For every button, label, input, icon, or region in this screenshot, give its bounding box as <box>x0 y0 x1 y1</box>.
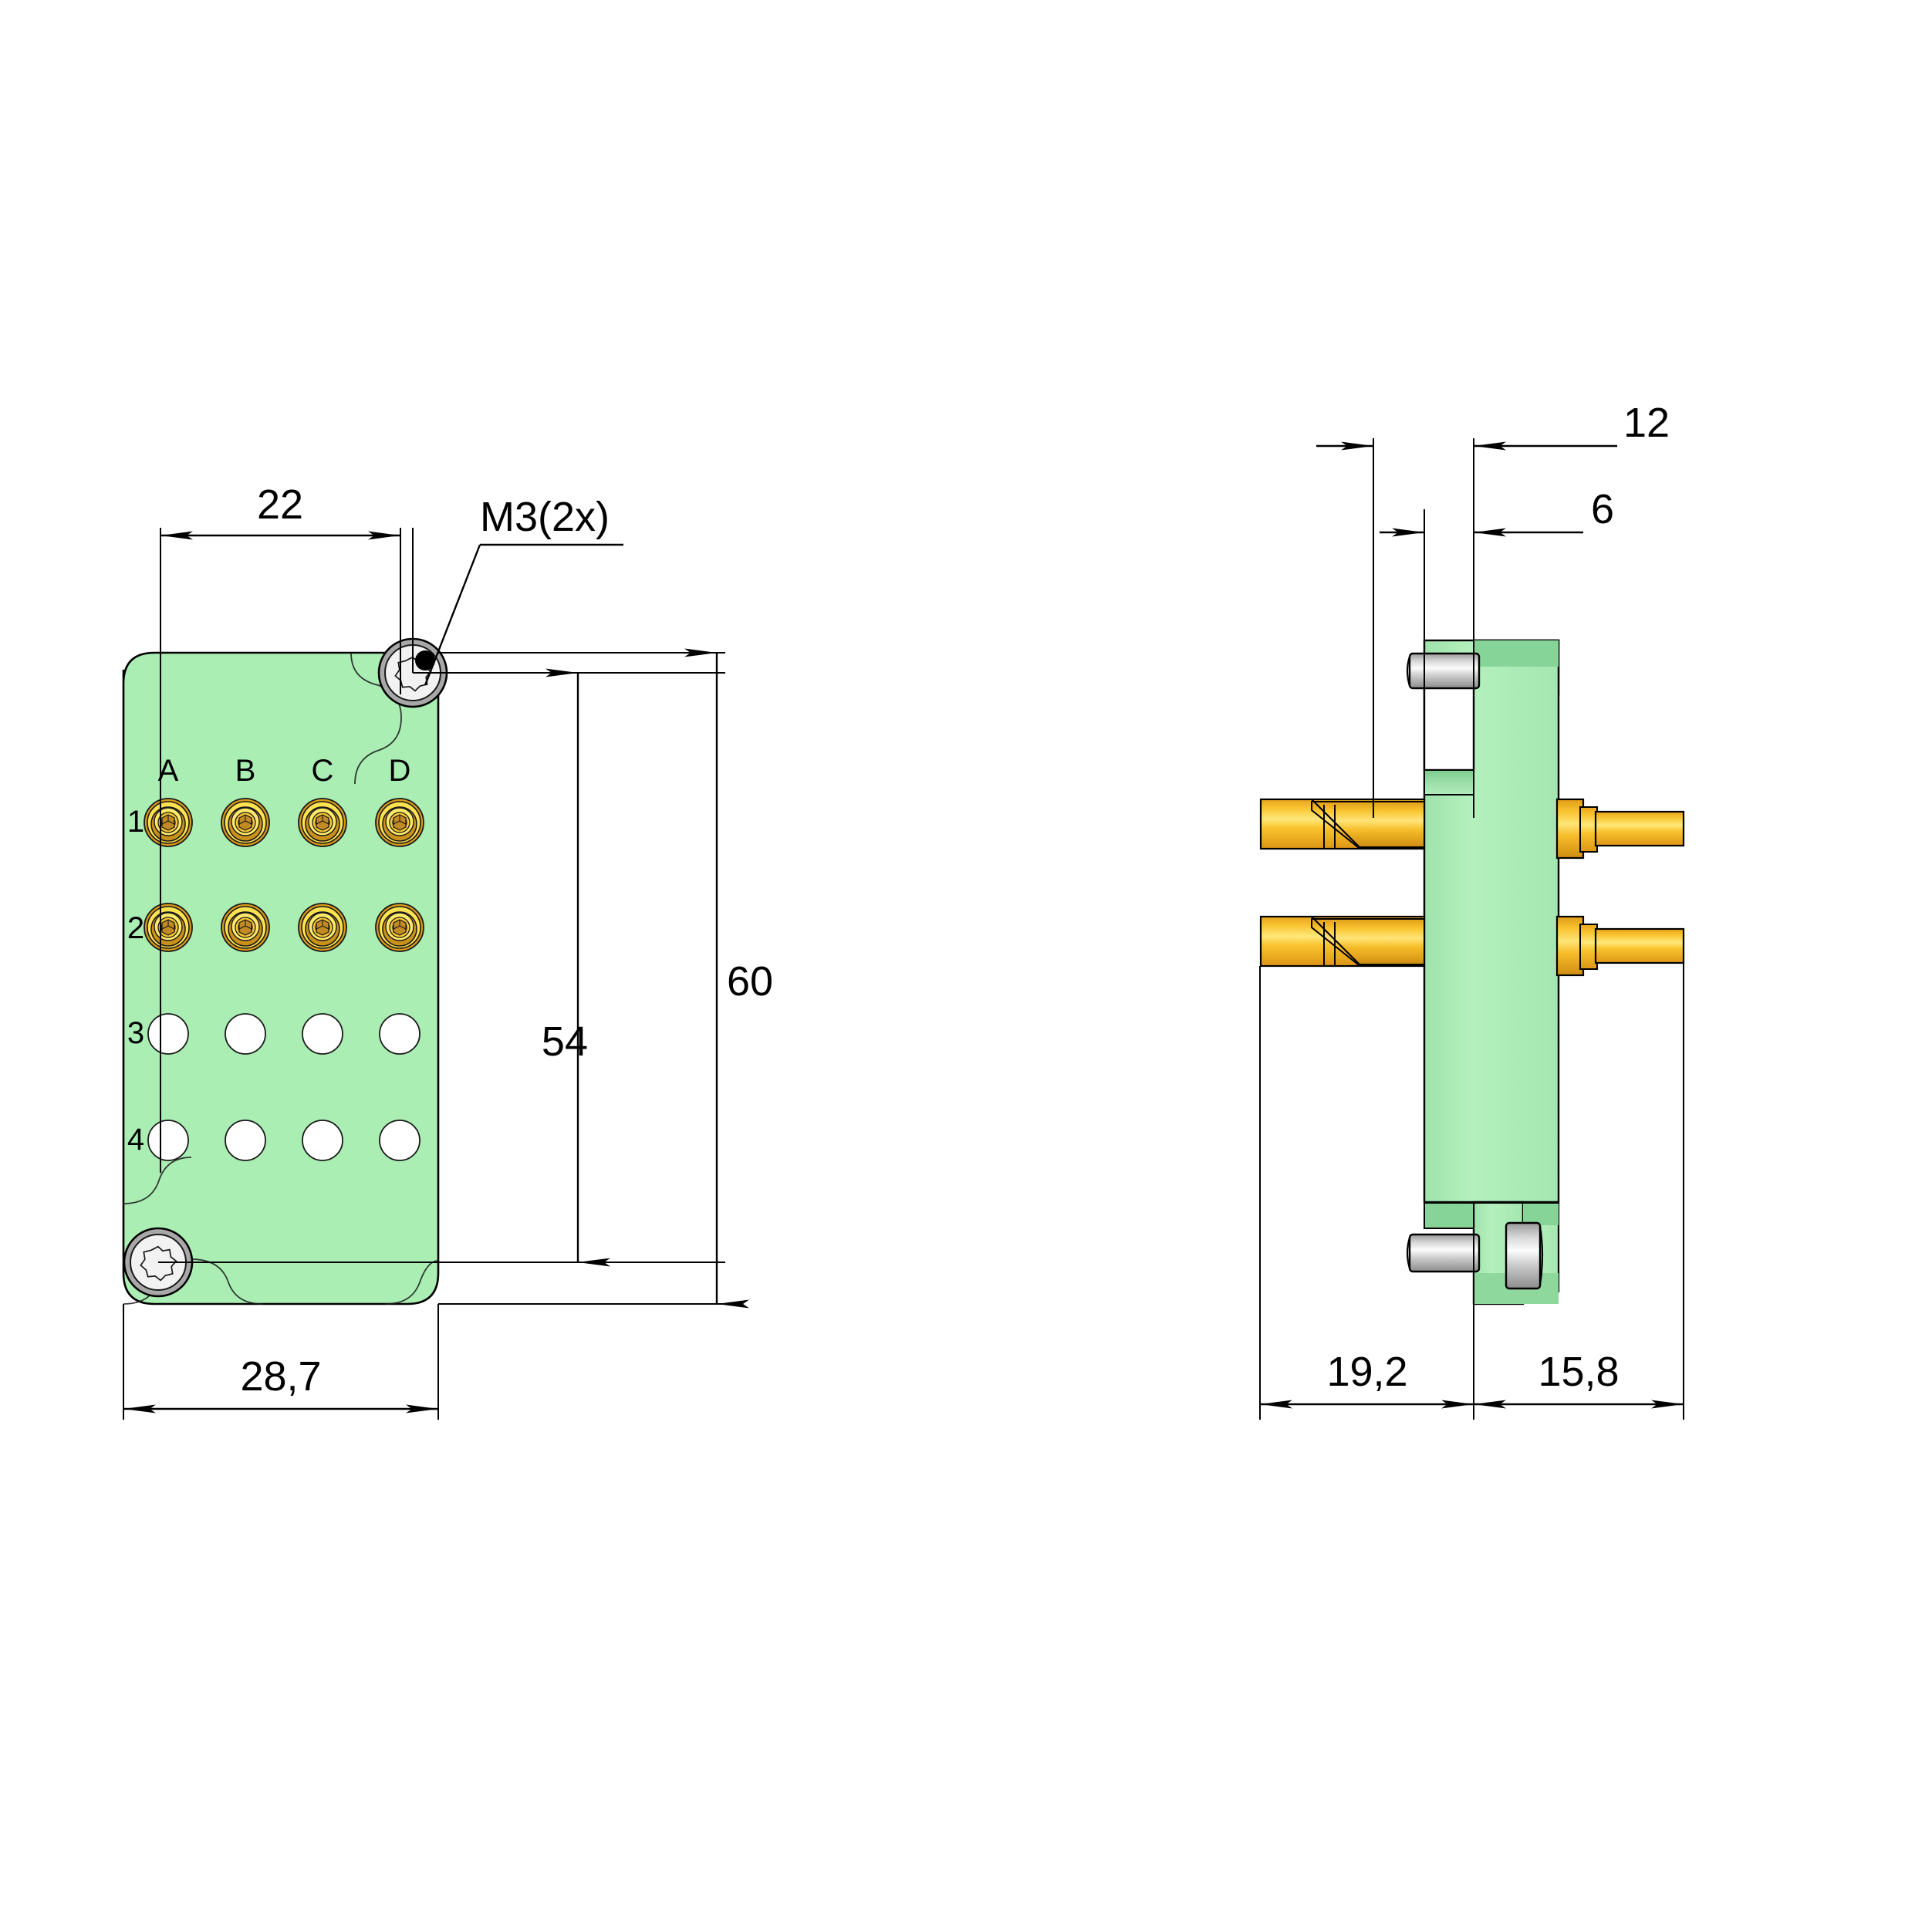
hole-A3 <box>147 1013 189 1055</box>
side-view: 12 6 19,2 15,8 <box>1259 400 1685 1420</box>
hole-C3 <box>302 1013 343 1055</box>
dimension-60: 60 <box>438 648 773 1309</box>
side-screw-top <box>1406 652 1481 690</box>
note-m3: M3(2x) <box>424 494 623 686</box>
side-screw-bottom <box>1406 1221 1544 1290</box>
contact-B2 <box>221 903 270 952</box>
hole-A4 <box>147 1120 189 1161</box>
dimension-12: 12 <box>1316 400 1670 451</box>
front-body <box>122 651 440 1305</box>
row-labels: 1 2 3 4 <box>127 805 144 1157</box>
dimension-28-7-label: 28,7 <box>240 1353 321 1400</box>
dimension-12-label: 12 <box>1623 400 1670 446</box>
leader-terminator-dot <box>415 650 435 670</box>
row-label-2: 2 <box>127 911 144 945</box>
dimension-60-label: 60 <box>727 958 773 1005</box>
dimension-22: 22 <box>160 481 400 540</box>
dimension-28-7: 28,7 <box>123 1353 438 1414</box>
column-label-A: A <box>158 754 179 788</box>
contact-B1 <box>221 798 270 847</box>
row-label-4: 4 <box>127 1123 144 1157</box>
pin-left-row2 <box>1259 915 1426 968</box>
pin-left-row1 <box>1259 798 1426 850</box>
dimension-19-2-label: 19,2 <box>1326 1349 1407 1395</box>
dimension-54-label: 54 <box>542 1018 588 1065</box>
column-label-C: C <box>312 754 334 788</box>
column-label-B: B <box>235 754 256 788</box>
dimension-54: 54 <box>542 668 610 1267</box>
contact-C1 <box>298 798 347 847</box>
row-label-3: 3 <box>127 1016 144 1050</box>
hole-D3 <box>379 1013 421 1055</box>
contact-A2 <box>144 903 193 952</box>
side-pins <box>1259 798 1685 977</box>
screw-bottom-left <box>123 1227 194 1298</box>
contact-D1 <box>375 798 424 847</box>
contact-C2 <box>298 903 347 952</box>
hole-grid-empty <box>147 1013 421 1161</box>
hole-D4 <box>379 1120 421 1161</box>
front-view: A B C D 1 2 3 4 <box>122 481 773 1420</box>
hole-B3 <box>225 1013 266 1055</box>
column-label-D: D <box>389 754 411 788</box>
hole-B4 <box>225 1120 266 1161</box>
dimension-22-label: 22 <box>257 481 303 528</box>
contact-A1 <box>144 798 193 847</box>
dimension-19-2: 19,2 <box>1260 1349 1474 1409</box>
side-body <box>1423 639 1560 1305</box>
dimension-6-label: 6 <box>1591 486 1614 532</box>
note-m3-label: M3(2x) <box>480 494 610 540</box>
hole-C4 <box>302 1120 343 1161</box>
dimension-15-8-label: 15,8 <box>1538 1349 1619 1395</box>
side-extension-lines <box>1259 438 1684 1420</box>
row-label-1: 1 <box>127 805 144 839</box>
pin-right-row1 <box>1555 798 1685 860</box>
dimension-6: 6 <box>1380 486 1614 537</box>
dimension-15-8: 15,8 <box>1474 1349 1684 1409</box>
contact-D2 <box>375 903 424 952</box>
column-labels: A B C D <box>158 754 411 788</box>
pin-right-row2 <box>1555 915 1685 977</box>
